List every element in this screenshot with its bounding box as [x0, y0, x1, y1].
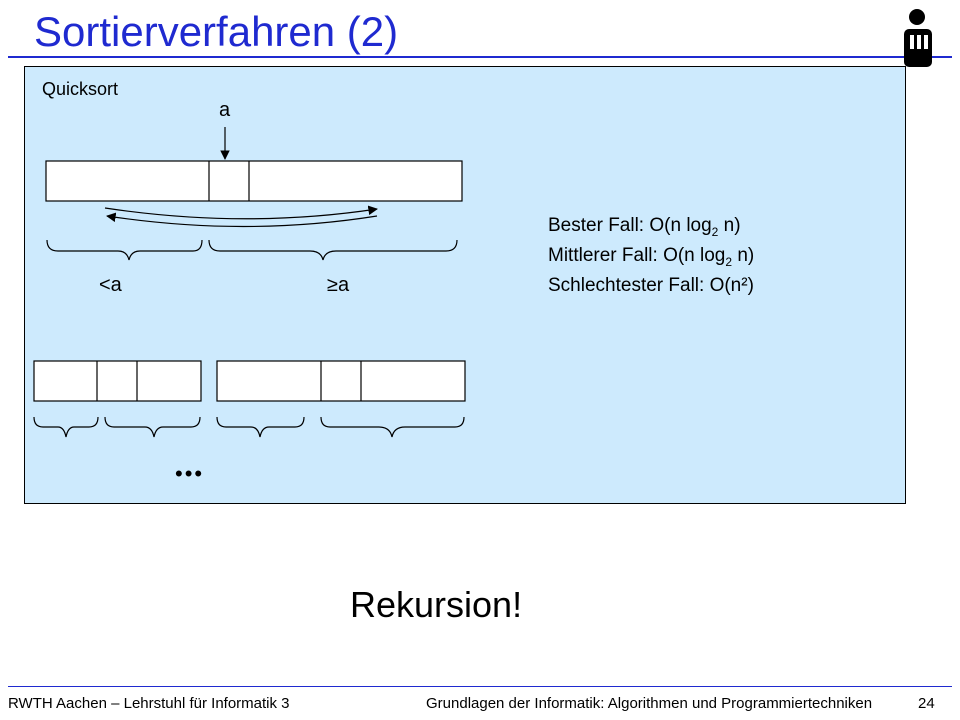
array-cell: [45, 160, 463, 202]
subarray-left: [33, 360, 202, 402]
ellipsis: •••: [175, 461, 205, 486]
slide-title: Sortierverfahren (2): [34, 8, 399, 55]
conclusion: Rekursion!: [350, 584, 523, 625]
brace-sub-3: [216, 416, 305, 438]
left-partition-label: <a: [99, 274, 122, 296]
brace-sub-2: [104, 416, 201, 438]
quicksort-heading: Quicksort: [42, 79, 119, 99]
rwth-i3-logo: [904, 9, 932, 67]
worst-case: Schlechtester Fall: O(n²): [548, 274, 754, 296]
page-number: 24: [918, 695, 935, 712]
quicksort-diagram: [33, 127, 466, 438]
brace-left-partition: [46, 239, 203, 261]
pivot-label: a: [219, 99, 231, 121]
best-case: Bester Fall: O(n log2 n): [548, 215, 741, 239]
swap-arrow-left: [106, 212, 378, 228]
footer-rule: [8, 686, 952, 687]
title-rule: [8, 56, 952, 58]
quicksort-panel: Quicksort a <a ≥a ••• Bester Fall: O(n l…: [24, 66, 906, 504]
brace-right-partition: [208, 239, 458, 261]
complexity-list: Bester Fall: O(n log2 n) Mittlerer Fall:…: [548, 214, 754, 298]
average-case: Mittlerer Fall: O(n log2 n): [548, 244, 755, 269]
right-partition-label: ≥a: [327, 274, 350, 296]
brace-sub-1: [33, 416, 99, 438]
swap-arrow-right: [104, 205, 378, 220]
footer-center: Grundlagen der Informatik: Algorithmen u…: [426, 695, 873, 712]
footer-left: RWTH Aachen – Lehrstuhl für Informatik 3: [8, 695, 290, 712]
brace-sub-4: [320, 416, 465, 438]
subarray-right: [216, 360, 466, 402]
